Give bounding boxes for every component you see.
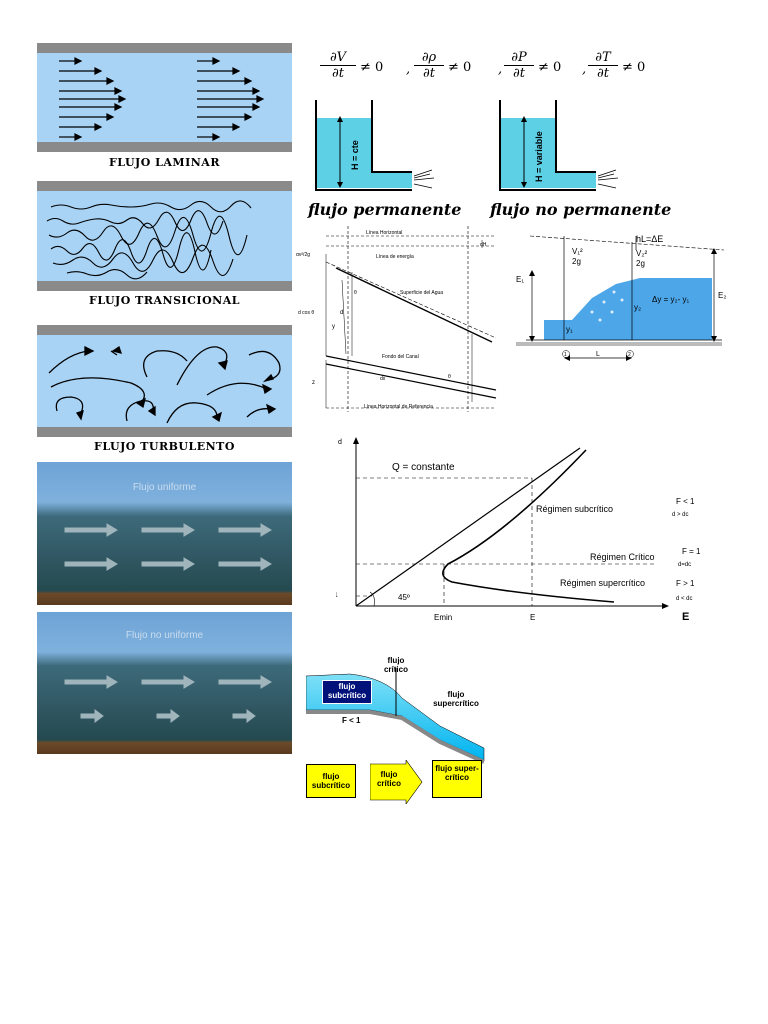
critical-arrow	[370, 760, 423, 804]
length-label: L	[596, 351, 600, 358]
dp-dt: ∂P ∂t	[504, 50, 534, 81]
nonuniform-flow-image: Flujo no uniforme	[37, 612, 292, 754]
referencia-label: Línea Horizontal de Referencia	[364, 404, 433, 410]
transitional-caption: FLUJO TRANSICIONAL	[89, 294, 240, 307]
v1-label: V₁²	[572, 247, 583, 256]
dv-dt: ∂V ∂t	[320, 50, 356, 81]
turbulent-diagram	[37, 325, 292, 437]
uniform-flow-arrows	[64, 523, 272, 571]
f-eq-1-label: F = 1	[682, 547, 701, 556]
supercritical-regime-label: Régimen supercrítico	[560, 578, 645, 588]
z-label: z	[312, 380, 315, 386]
laminar-panel	[37, 43, 292, 152]
comma-2: ,	[498, 62, 503, 77]
neq-1: ≠ 0	[360, 60, 384, 75]
turbulent-caption: FLUJO TURBULENTO	[94, 440, 235, 453]
subcritical-box	[322, 680, 372, 704]
eddy-streamlines	[48, 345, 281, 424]
d-label: d	[340, 310, 343, 316]
tank-variable-head	[499, 100, 619, 191]
transitional-diagram	[37, 181, 292, 291]
laminar-diagram	[37, 43, 292, 152]
hl-label: hL=ΔE	[636, 234, 663, 244]
critical-regime-label: Régimen Crítico	[590, 552, 655, 562]
y-label: y	[332, 324, 335, 330]
f-lt-1-label: F < 1	[676, 497, 695, 506]
d-eq-dc-label: d=dc	[678, 562, 691, 568]
tank-diagrams: H = cte H = variable	[315, 100, 619, 191]
delta-y-label: Δy = y₂- y₁	[652, 295, 689, 304]
v2-2g-label: 2g	[636, 259, 645, 268]
v2-label: V₂²	[636, 249, 647, 258]
turbulent-panel	[37, 325, 292, 437]
d1-label: d1	[336, 592, 338, 599]
emin-label: Emin	[434, 613, 452, 622]
y2-label: y₂	[634, 303, 641, 312]
y1-label: y₁	[566, 325, 573, 334]
theta-bottom-label: θ	[448, 374, 451, 380]
v1-2g-label: 2g	[572, 257, 581, 266]
derivative-formulas: ∂V ∂t ≠ 0 , ∂ρ ∂t ≠ 0 , ∂P ∂t ≠ 0 , ∂T ∂…	[320, 50, 650, 96]
neq-4: ≠ 0	[622, 60, 646, 75]
section-1-label: 1	[564, 352, 567, 358]
q-constant-label: Q = constante	[392, 462, 455, 473]
dh-label: dH	[480, 242, 487, 248]
comma-1: ,	[406, 62, 411, 77]
f-gt-1-label: F > 1	[676, 579, 695, 588]
channel-energy-diagram: Línea Horizontal dH Línea de energía αv²…	[296, 226, 497, 412]
regime-diagram: flujo subcrítico flujo crítico flujo sup…	[306, 656, 492, 810]
d-axis-label: d	[338, 439, 342, 446]
drho-dt: ∂ρ ∂t	[414, 50, 444, 81]
box-subcritical: flujo subcrítico	[306, 764, 356, 798]
laminar-caption: FLUJO LAMINAR	[109, 156, 220, 169]
linea-energia-label: Línea de energía	[376, 254, 414, 260]
f-lt-1-regime-label: F < 1	[342, 716, 361, 725]
subcritical-regime-label: Régimen subcrítico	[536, 504, 613, 514]
uniform-flow-image: Flujo uniforme	[37, 462, 292, 605]
tank-constant-head	[315, 100, 435, 191]
angle-label: 45º	[398, 593, 410, 602]
d-lt-dc-label: d < dc	[676, 596, 693, 602]
alpha-v2-label: αv²/2g	[296, 252, 310, 258]
tank-left-label: H = cte	[350, 140, 360, 170]
neq-3: ≠ 0	[538, 60, 562, 75]
linea-horizontal-label: Línea Horizontal	[366, 230, 402, 236]
section-2-label: 2	[628, 352, 631, 358]
subcritical-box-label: flujo subcrítico	[327, 682, 367, 700]
hydraulic-jump-diagram: hL=ΔE V₁² 2g V₂² 2g E₁ E₂ y₁ y₂ Δy = y₂-…	[516, 234, 726, 361]
steady-flow-caption: flujo permanente	[308, 200, 462, 219]
box-critical-label: flujo crítico	[376, 770, 401, 788]
e1-label: E₁	[516, 275, 524, 284]
d-gt-dc-label: d > dc	[672, 512, 689, 518]
dx-label: dx	[380, 376, 386, 382]
velocity-profile-arrows	[59, 57, 265, 141]
e2-label: E₂	[718, 291, 726, 300]
uniform-flow-label: Flujo uniforme	[132, 482, 197, 493]
specific-energy-diagram: d E Q = constante d2 dc d1 45º Emin E Ré…	[336, 437, 701, 623]
supercritical-flow-label: flujo supercrítico	[433, 690, 479, 708]
superficie-agua-label: Superficie del Agua	[400, 290, 443, 296]
e-tick-label: E	[530, 613, 535, 622]
theta-top-label: θ	[354, 290, 357, 296]
box-supercritical: flujo super-crítico	[432, 760, 482, 798]
nonuniform-flow-arrows	[64, 675, 272, 723]
nonuniform-flow-label: Flujo no uniforme	[125, 630, 204, 641]
d-cos-theta-label: d cos θ	[298, 310, 314, 316]
unsteady-flow-caption: flujo no permanente	[490, 200, 672, 219]
fondo-canal-label: Fondo del Canal	[382, 354, 419, 360]
wavy-streamlines	[46, 200, 252, 280]
transitional-panel	[37, 181, 292, 291]
e-axis-label: E	[682, 611, 689, 623]
critical-flow-label: flujo crítico	[383, 656, 408, 674]
comma-3: ,	[582, 62, 587, 77]
dt-dt: ∂T ∂t	[588, 50, 618, 81]
tank-right-label: H = variable	[534, 131, 544, 182]
neq-2: ≠ 0	[448, 60, 472, 75]
